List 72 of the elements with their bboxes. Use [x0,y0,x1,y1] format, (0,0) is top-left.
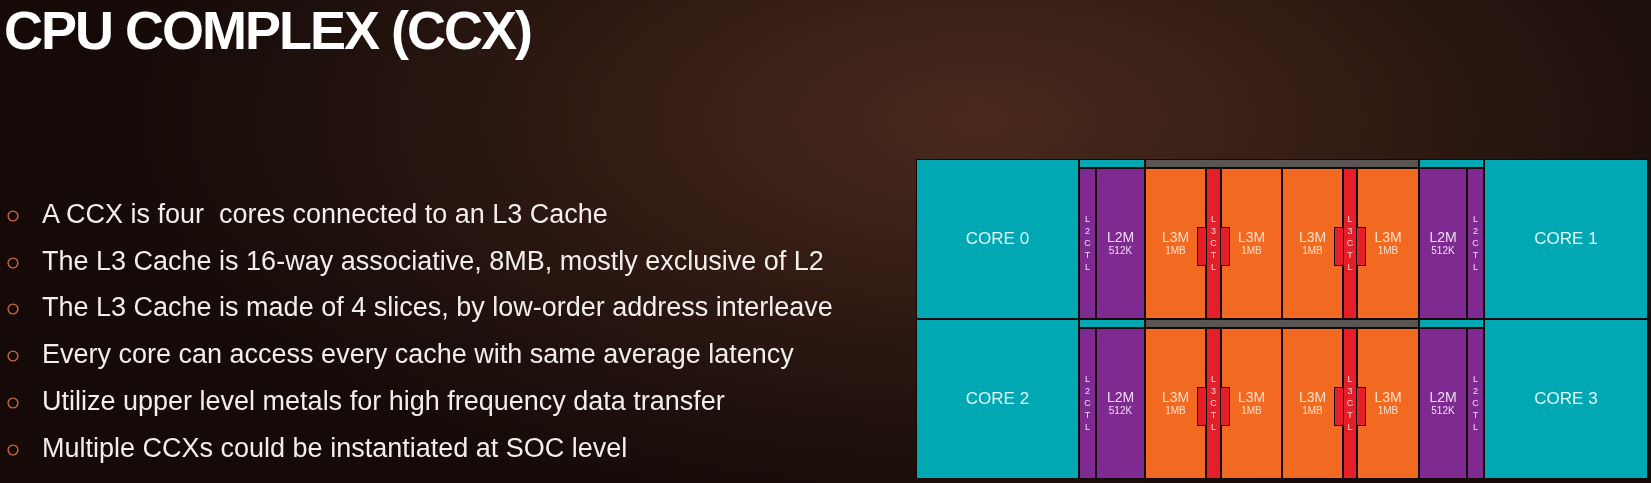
controller-strip [1343,167,1357,319]
bullet-text: Multiple CCXs could be instantiated at SOC level [42,432,628,463]
cache-block [1282,167,1343,319]
cache-size: 1MB [1241,405,1262,417]
cache-size: 512K [1431,245,1455,257]
cache-name: L3M [1237,390,1266,406]
cache-name: L2M [1106,390,1135,406]
cache-name: L3M [1374,230,1402,246]
core-block [1484,159,1648,319]
cache-size: 1MB [1377,245,1399,257]
cache-name: L3M [1237,230,1266,246]
cache-name: L2M [1429,390,1457,406]
cache-name: L2M [1106,230,1135,246]
cache-size: 512K [1108,245,1133,257]
cache-name: L2M [1429,230,1457,246]
core-block [916,319,1079,479]
cache-block [1282,327,1343,479]
bullet-text: Utilize upper level metals for high frequency data transfer [42,385,725,416]
bullet-text: The L3 Cache is made of 4 slices, by low-order address interleave [42,292,833,323]
top-strip [1145,319,1419,328]
controller-strip [1343,327,1357,479]
cache-name: L3M [1298,230,1327,246]
bullet-text: A CCX is four cores connected to an L3 Cache [42,199,608,229]
cache-name: L3M [1374,390,1402,406]
cache-block [1419,327,1467,479]
top-strip [1079,319,1145,328]
top-strip [1419,319,1484,328]
controller-label: L3CTL [1346,213,1354,274]
cache-size: 1MB [1165,245,1186,257]
core-label: CORE 3 [1534,389,1598,409]
core-block [916,159,1079,319]
core-label: CORE 2 [965,389,1030,409]
controller-label: L2CTL [1084,373,1091,434]
controller-label: L2CTL [1472,373,1479,434]
cache-size: 1MB [1377,405,1399,417]
controller-label: L3CTL [1346,373,1354,434]
top-strip [1145,159,1419,168]
top-strip [1419,159,1484,168]
cache-size: 1MB [1165,405,1186,417]
cache-size: 512K [1431,405,1455,417]
controller-label: L3CTL [1210,213,1217,274]
cache-block [1221,167,1282,319]
controller-strip [1079,327,1096,479]
cache-block [1357,167,1419,319]
controller-strip [1206,167,1221,319]
cache-block [1145,327,1206,479]
cache-block [1145,167,1206,319]
cache-name: L3M [1161,230,1190,246]
cache-size: 1MB [1302,405,1323,417]
core-block [1484,319,1648,479]
controller-strip [1467,327,1484,479]
cache-size: 1MB [1302,245,1323,257]
cache-block [1419,167,1467,319]
cache-block [1221,327,1282,479]
cache-block [1357,327,1419,479]
cache-name: L3M [1298,390,1327,406]
top-strip [1079,159,1145,168]
cache-size: 1MB [1241,245,1262,257]
bullet-text: The L3 Cache is 16-way associative, 8MB, mostly exclusive of L2 [42,245,824,276]
core-label: CORE 1 [1534,229,1598,249]
controller-strip [1467,167,1484,319]
bullet-text: Every core can access every cache with same average latency [42,339,794,370]
cache-block [1096,327,1145,479]
core-label: CORE 0 [965,229,1030,249]
cache-size: 512K [1108,405,1133,417]
controller-label: L2CTL [1472,213,1479,274]
cache-block [1096,167,1145,319]
cache-name: L3M [1161,390,1190,406]
controller-label: L3CTL [1210,373,1217,434]
controller-label: L2CTL [1084,213,1091,274]
controller-strip [1079,167,1096,319]
controller-strip [1206,327,1221,479]
